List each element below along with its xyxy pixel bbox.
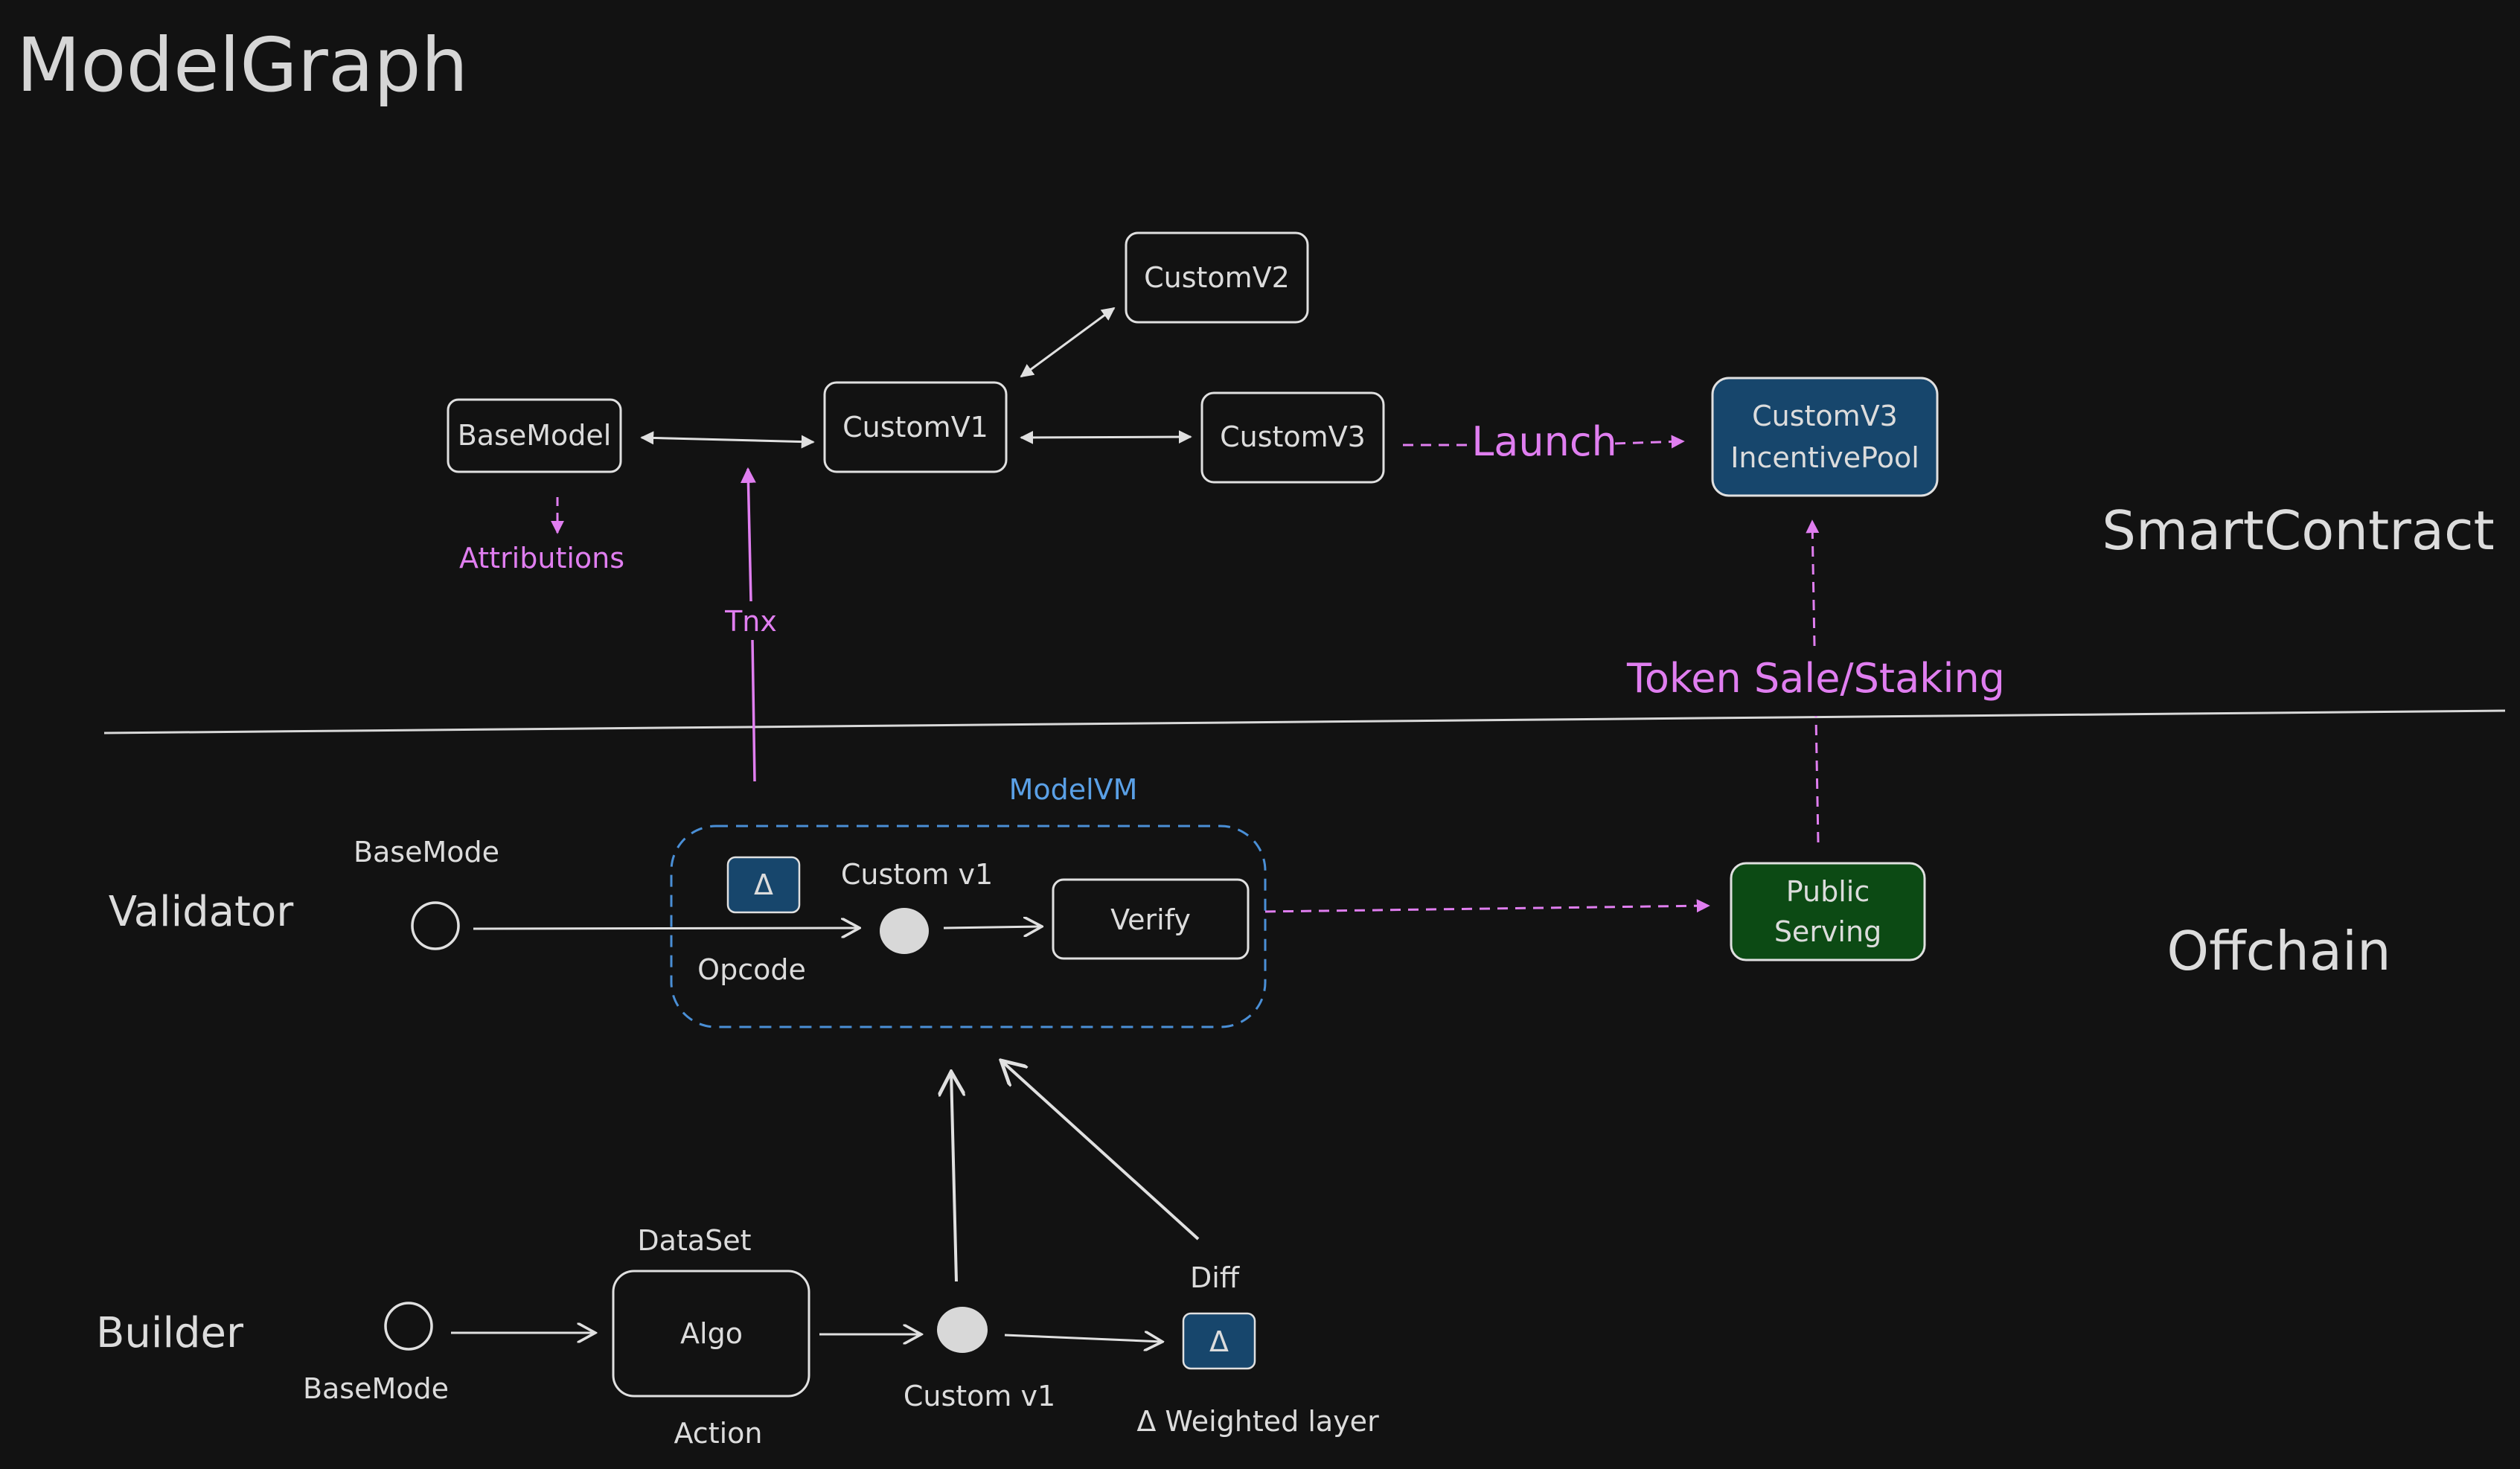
public-serving-line2: Serving [1774,915,1881,948]
builder-dataset-label: DataSet [637,1224,751,1257]
arrow-launch-b [1614,435,1685,449]
builder-diff-label: Diff [1190,1261,1240,1294]
arrow-token-sale-b [1806,519,1820,647]
page-title: ModelGraph [16,22,468,109]
builder-base-node [384,1302,433,1351]
incentive-pool-line1: CustomV3 [1752,400,1898,432]
edge-validator-base-to-custom [473,928,860,929]
arrow-tnx-a [751,639,756,782]
validator-base-node [411,901,460,950]
node-algo: Algo [612,1270,810,1398]
edge-basemodel-customv1 [640,431,815,449]
arrow-token-sale-a [1814,715,1820,843]
launch-label: Launch [1471,418,1617,465]
builder-base-label: BaseMode [303,1372,449,1405]
node-customv3-label: CustomV3 [1220,420,1366,453]
builder-weighted-layer-label: Δ Weighted layer [1136,1405,1379,1438]
edge-diff-to-vm [1001,1060,1200,1241]
node-basemodel-label: BaseModel [458,419,612,452]
builder-action-label: Action [674,1417,762,1450]
edge-builder-custom-to-vm [951,1072,956,1282]
vm-verify-node: Verify [1052,878,1250,960]
vm-opcode-label: Opcode [697,953,806,986]
modelvm-label: ModelVM [1009,773,1138,806]
builder-custom-label: Custom v1 [904,1380,1055,1412]
builder-delta-icon: Δ [1209,1325,1229,1358]
vm-verify-label: Verify [1110,903,1191,936]
edge-custom-to-delta [1004,1335,1163,1342]
section-divider [103,709,2506,734]
incentive-pool-line2: IncentivePool [1730,441,1919,474]
node-customv1: CustomV1 [823,381,1008,473]
vm-custom-node [880,908,929,954]
attributions-label: Attributions [459,542,624,575]
modelvm-box [670,825,1267,1028]
role-label-builder: Builder [96,1309,244,1357]
section-label-smartcontract: SmartContract [2102,499,2495,562]
tnx-label: Tnx [724,605,777,638]
edge-customv1-customv2 [1020,307,1116,378]
role-label-validator: Validator [109,888,294,936]
validator-base-label: BaseMode [354,836,499,868]
edge-customv1-customv3 [1020,430,1192,444]
node-customv2: CustomV2 [1125,231,1309,324]
token-sale-label: Token Sale/Staking [1626,655,2005,702]
node-customv3: CustomV3 [1200,391,1385,484]
node-public-serving: Public Serving [1730,862,1926,961]
node-customv1-label: CustomV1 [842,411,988,444]
vm-delta-chip: Δ [726,856,801,914]
arrow-verify-to-serving [1264,899,1710,913]
builder-custom-node [937,1307,988,1353]
vm-delta-icon: Δ [754,868,773,901]
node-customv2-label: CustomV2 [1144,261,1290,294]
node-incentive-pool: CustomV3 IncentivePool [1711,377,1939,497]
edge-vm-custom-to-verify [943,926,1042,928]
node-algo-label: Algo [680,1317,743,1350]
section-label-offchain: Offchain [2166,920,2391,982]
builder-delta-chip: Δ [1182,1312,1256,1370]
arrow-tnx-b [740,467,756,602]
node-basemodel: BaseModel [447,398,622,473]
vm-custom-label: Custom v1 [841,858,993,891]
public-serving-line1: Public [1786,875,1870,908]
